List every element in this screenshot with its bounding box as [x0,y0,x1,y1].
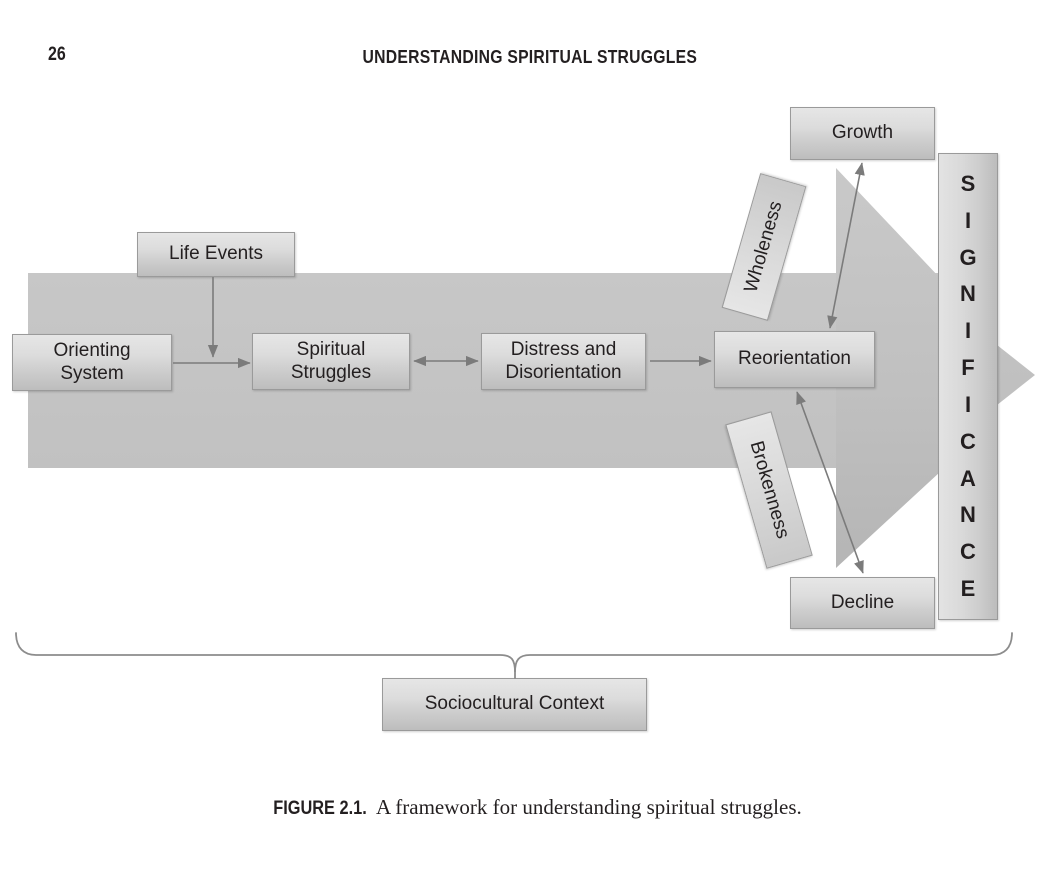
significance-letter-6: I [964,391,972,417]
node-orienting-system-line2: System [60,362,124,384]
diagram-connectors-layer [15,162,1013,679]
node-orienting-system[interactable]: Orienting System [12,334,172,391]
node-distress-line1: Distress and [510,339,617,361]
node-spiritual-struggles-line1: Spiritual [296,339,366,361]
node-spiritual-struggles-line2: Struggles [290,361,372,383]
node-distress-disorientation-label: Distress and Disorientation [505,339,621,383]
node-life-events-label: Life Events [169,243,263,265]
significance-letter-2: G [959,244,977,270]
significance-letter-4: I [964,318,972,344]
running-head-text: UNDERSTANDING SPIRITUAL STRUGGLES [362,46,698,67]
node-spiritual-struggles-label: Spiritual Struggles [291,339,371,383]
node-sociocultural-context[interactable]: Sociocultural Context [382,678,647,731]
significance-bar[interactable]: S I G N I F I C A N C E [938,153,998,620]
sociocultural-brace [15,632,1013,673]
big-arrow [836,168,1035,568]
node-decline[interactable]: Decline [790,577,935,629]
figure-caption: FIGURE 2.1. A framework for understanding… [0,795,1060,820]
figure-caption-text: A framework for understanding spiritual … [376,795,802,819]
node-spiritual-struggles[interactable]: Spiritual Struggles [252,333,410,390]
significance-letter-10: C [960,539,976,565]
framework-diagram: Life Events Orienting System Spiritual S… [12,107,1035,731]
significance-letter-3: N [960,281,976,307]
significance-letter-0: S [960,170,976,196]
node-reorientation-label: Reorientation [737,348,852,370]
significance-letter-9: N [960,502,976,528]
node-growth[interactable]: Growth [790,107,935,160]
node-distress-line2: Disorientation [505,361,622,383]
edge-reorientation-decline [796,391,864,574]
figure-caption-label: FIGURE 2.1. [273,798,367,819]
node-sociocultural-context-label: Sociocultural Context [424,693,605,715]
node-growth-label: Growth [831,122,894,144]
node-distress-disorientation[interactable]: Distress and Disorientation [481,333,646,390]
node-orienting-system-line1: Orienting [53,340,131,362]
significance-letter-7: C [960,428,976,454]
node-reorientation[interactable]: Reorientation [714,331,875,388]
significance-letter-11: E [960,576,976,602]
significance-letter-5: F [961,355,975,381]
node-decline-label: Decline [830,591,895,613]
significance-letter-8: A [960,465,976,491]
page-number: 26 [48,44,66,65]
running-head: UNDERSTANDING SPIRITUAL STRUGGLES [0,46,1060,68]
significance-letter-1: I [964,207,972,233]
edge-reorientation-growth [827,162,865,329]
node-life-events[interactable]: Life Events [137,232,295,277]
node-orienting-system-label: Orienting System [53,340,130,384]
